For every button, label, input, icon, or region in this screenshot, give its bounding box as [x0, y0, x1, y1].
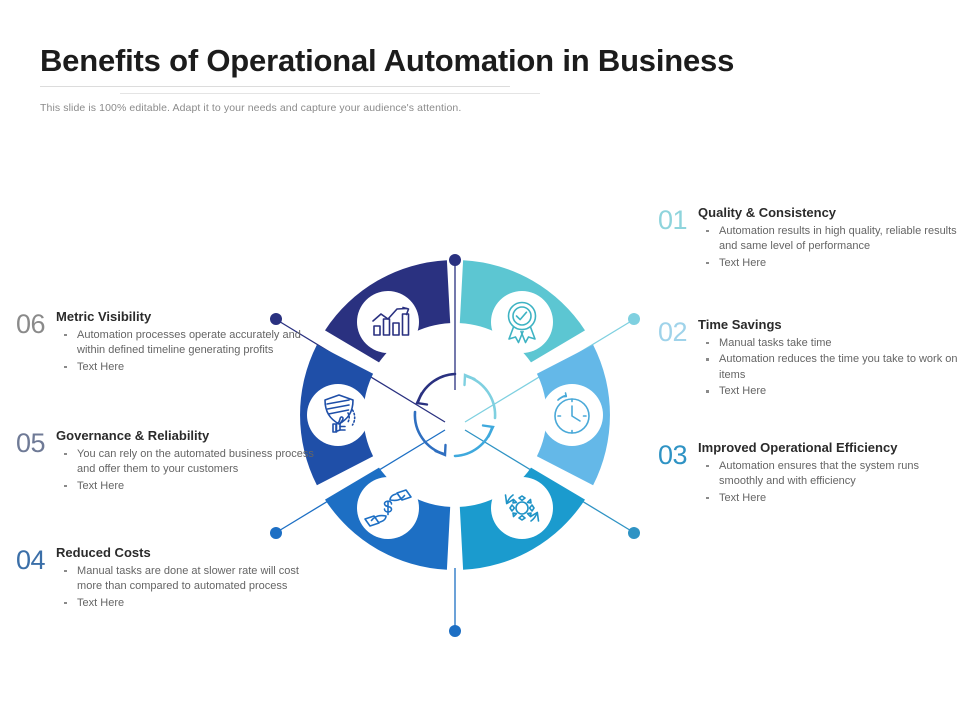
- list-item: Text Here: [698, 384, 958, 400]
- list-item: Text Here: [56, 479, 316, 495]
- list-item: Manual tasks take time: [698, 336, 958, 352]
- gear-refresh-icon: [504, 494, 540, 522]
- connector-dot-upper-left[interactable]: [270, 313, 282, 325]
- hub-cycle-arrows: [413, 372, 497, 458]
- wheel-icon-top-right[interactable]: [491, 291, 553, 353]
- benefit-block-04[interactable]: 04 Reduced Costs Manual tasks are done a…: [16, 545, 316, 612]
- wheel-icon-top-left[interactable]: [357, 291, 419, 353]
- clock-icon: [554, 392, 590, 434]
- benefit-block-05[interactable]: 05 Governance & Reliability You can rely…: [16, 428, 316, 495]
- benefit-number-04: 04: [16, 545, 46, 575]
- connector-dot-bottom[interactable]: [449, 625, 461, 637]
- benefit-number-06: 06: [16, 309, 46, 339]
- connector-dots: [270, 254, 640, 637]
- list-item: Text Here: [56, 360, 316, 376]
- list-item: Automation processes operate accurately …: [56, 328, 316, 359]
- title-divider: [40, 84, 920, 98]
- automation-wheel-diagram: [245, 190, 665, 640]
- list-item: Text Here: [56, 596, 316, 612]
- hub-arrow-1: [416, 372, 457, 404]
- benefit-number-01: 01: [658, 205, 688, 235]
- benefit-heading-01: Quality & Consistency: [698, 205, 837, 220]
- benefit-bullets-05: You can rely on the automated business p…: [56, 447, 316, 495]
- hub-arrow-4: [464, 374, 497, 420]
- benefit-number-02: 02: [658, 317, 688, 347]
- wheel-icon-left[interactable]: [307, 384, 369, 446]
- divider-line-upper: [40, 86, 510, 88]
- benefit-bullets-04: Manual tasks are done at slower rate wil…: [56, 564, 316, 612]
- benefit-heading-06: Metric Visibility: [56, 309, 152, 324]
- benefit-bullets-06: Automation processes operate accurately …: [56, 328, 316, 376]
- list-item: Text Here: [698, 491, 958, 507]
- award-badge-icon: [507, 301, 537, 344]
- list-item: Automation results in high quality, reli…: [698, 224, 958, 255]
- slide-header: Benefits of Operational Automation in Bu…: [40, 43, 920, 115]
- benefit-block-01[interactable]: 01 Quality & Consistency Automation resu…: [658, 205, 958, 272]
- benefit-bullets-02: Manual tasks take time Automation reduce…: [698, 336, 958, 400]
- shield-thumb-icon: [324, 394, 356, 433]
- wheel-icon-bottom-right[interactable]: [491, 477, 553, 539]
- list-item: Manual tasks are done at slower rate wil…: [56, 564, 316, 595]
- connector-dot-lower-left[interactable]: [270, 527, 282, 539]
- benefit-heading-02: Time Savings: [698, 317, 782, 332]
- connector-dot-upper-right[interactable]: [628, 313, 640, 325]
- hub-arrowhead-1: [415, 392, 429, 406]
- hub-arrowhead-2: [434, 443, 447, 457]
- page-title: Benefits of Operational Automation in Bu…: [40, 43, 735, 78]
- list-item: Automation reduces the time you take to …: [698, 352, 958, 383]
- benefit-heading-03: Improved Operational Efficiency: [698, 440, 898, 455]
- wheel-icon-bottom-left[interactable]: [357, 477, 419, 539]
- bar-chart-icon: [372, 306, 410, 336]
- benefit-block-02[interactable]: 02 Time Savings Manual tasks take time A…: [658, 317, 958, 401]
- benefit-number-05: 05: [16, 428, 46, 458]
- wheel-icon-bubbles: [307, 291, 603, 539]
- hub-arrow-3: [453, 426, 494, 458]
- hub-arrowhead-4: [463, 373, 476, 387]
- divider-line-lower: [120, 93, 540, 95]
- list-item: Automation ensures that the system runs …: [698, 459, 958, 490]
- wheel-icon-right[interactable]: [541, 384, 603, 446]
- connector-dot-lower-right[interactable]: [628, 527, 640, 539]
- connector-dot-top[interactable]: [449, 254, 461, 266]
- benefit-bullets-03: Automation ensures that the system runs …: [698, 459, 958, 507]
- money-hands-icon: [364, 489, 412, 527]
- list-item: You can rely on the automated business p…: [56, 447, 316, 478]
- list-item: Text Here: [698, 256, 958, 272]
- page-subtitle: This slide is 100% editable. Adapt it to…: [40, 102, 462, 115]
- benefit-number-03: 03: [658, 440, 688, 470]
- benefit-block-06[interactable]: 06 Metric Visibility Automation processe…: [16, 309, 316, 376]
- hub-arrowhead-3: [481, 424, 495, 438]
- benefit-block-03[interactable]: 03 Improved Operational Efficiency Autom…: [658, 440, 958, 507]
- benefit-heading-05: Governance & Reliability: [56, 428, 210, 443]
- benefit-heading-04: Reduced Costs: [56, 545, 151, 560]
- benefit-bullets-01: Automation results in high quality, reli…: [698, 224, 958, 272]
